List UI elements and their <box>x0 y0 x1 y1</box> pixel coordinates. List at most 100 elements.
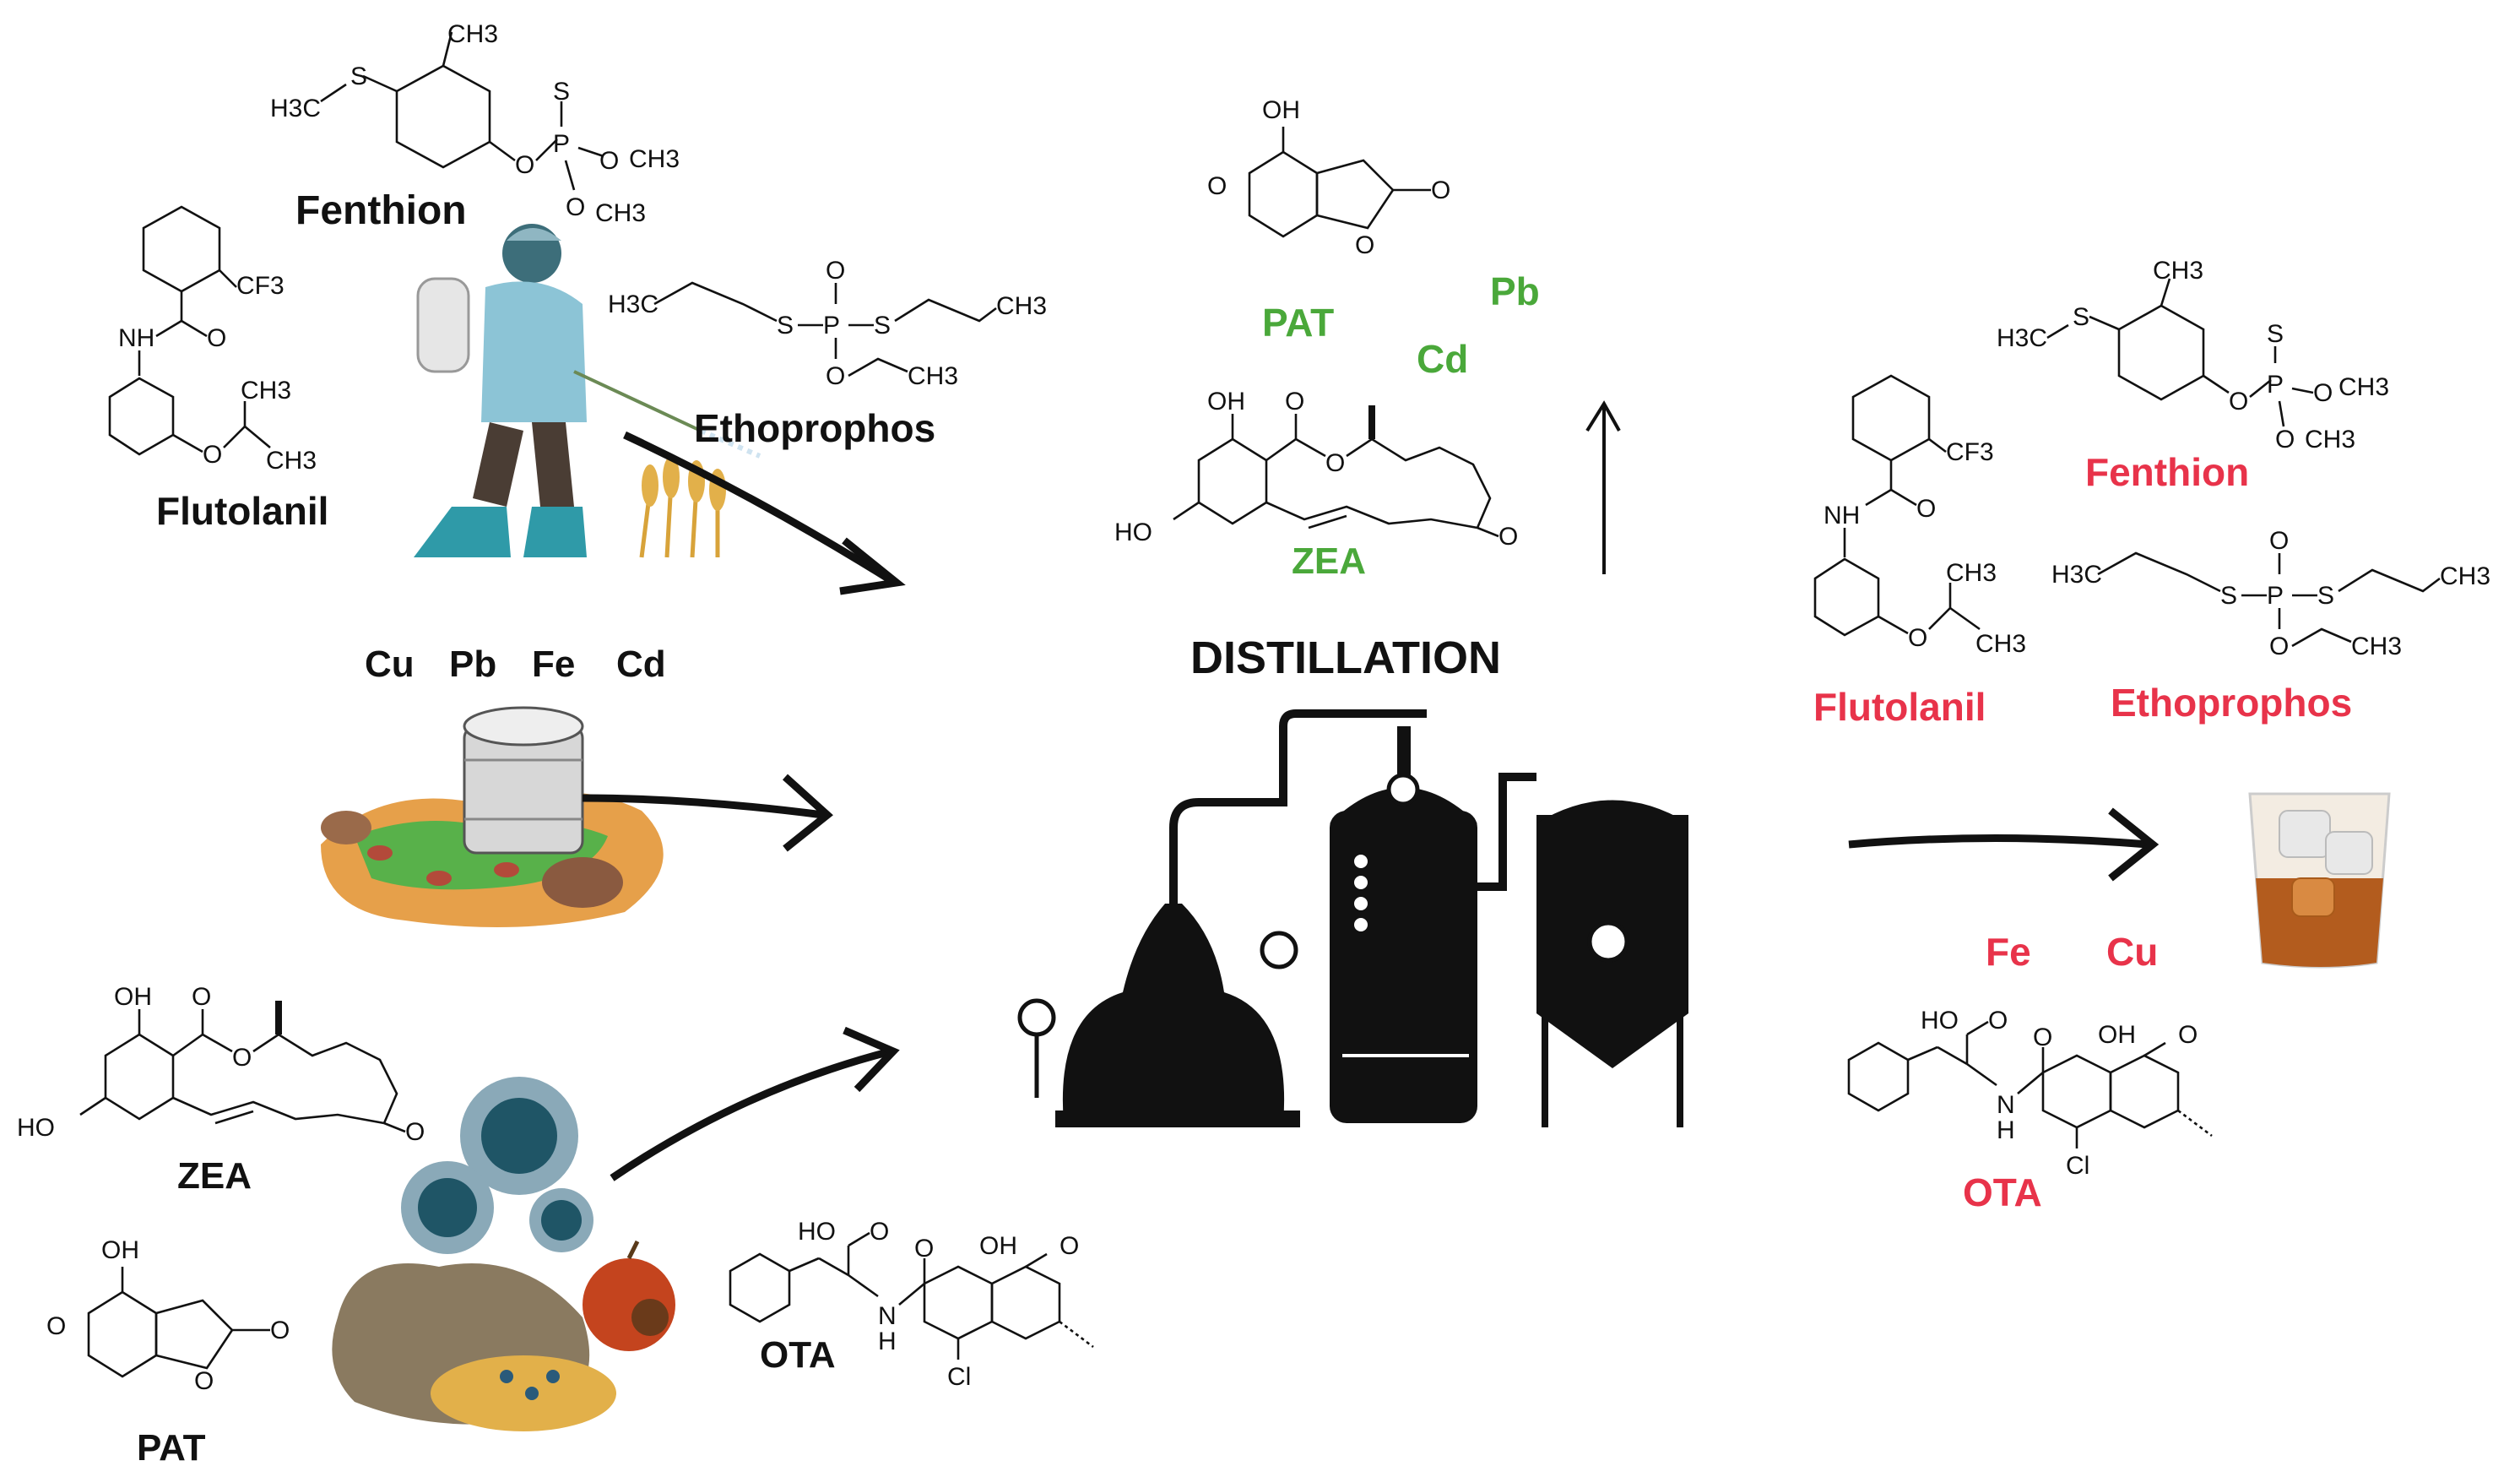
atom-label: H <box>1997 1116 2015 1144</box>
atom-label: O <box>2178 1021 2198 1049</box>
arrow-distillation-to-product <box>1848 834 2149 849</box>
atom-label: N <box>1997 1091 2015 1119</box>
atom-label: CF3 <box>236 272 285 300</box>
atom-label: OH <box>114 983 152 1011</box>
distillery-still-icon <box>1017 709 1688 1127</box>
ota-structure-left: O HO N H O Cl OH O <box>729 1218 1094 1391</box>
atom-label: O <box>1498 523 1518 551</box>
atom-label: O <box>207 324 226 352</box>
label-pat-input: PAT <box>137 1427 206 1469</box>
atom-label: CH3 <box>266 447 317 475</box>
atom-label: H3C <box>2051 561 2102 589</box>
atom-label: O <box>194 1367 214 1395</box>
atom-label: O <box>2269 527 2289 555</box>
arrow-metals-to-distillation <box>582 794 824 819</box>
atom-label: O <box>1059 1232 1079 1260</box>
atom-label: CH3 <box>595 199 646 227</box>
arrow-head <box>782 774 833 852</box>
atom-label: O <box>2275 426 2295 453</box>
atom-label: CH3 <box>2338 373 2389 401</box>
label-metal-cu: Cu <box>365 643 415 685</box>
atom-label: S <box>777 312 794 339</box>
label-ethoprophos-product: Ethoprophos <box>2111 681 2353 725</box>
label-pat-distillate: PAT <box>1262 301 1335 345</box>
atom-label: Cl <box>2066 1152 2089 1180</box>
atom-label: CH3 <box>1946 559 1997 587</box>
atom-label: O <box>2269 633 2289 660</box>
atom-label: OH <box>101 1236 139 1264</box>
atom-label: O <box>1431 176 1450 204</box>
zea-structure-left: OH HO O O O <box>17 983 425 1146</box>
atom-label: NH <box>118 324 154 352</box>
fenthion-structure-left: CH3 S H3C O P S O CH3 O CH3 <box>270 20 680 227</box>
flutolanil-structure-right: CF3 O NH O CH3 CH3 <box>1813 374 2026 658</box>
atom-label: O <box>1207 172 1227 200</box>
atom-label: O <box>46 1312 66 1340</box>
atom-label: Cl <box>947 1363 971 1391</box>
label-metal-pb: Pb <box>449 643 497 685</box>
atom-label: P <box>2267 371 2284 399</box>
pat-structure-distillate: OH O O O <box>1207 96 1450 259</box>
atom-label: N <box>878 1302 897 1330</box>
atom-label: CH3 <box>1975 630 2026 658</box>
atom-label: O <box>1916 495 1936 523</box>
flutolanil-structure-left: CF3 O NH O CH3 CH3 <box>108 205 317 475</box>
atom-label: O <box>826 362 845 390</box>
atom-label: CH3 <box>2153 257 2203 285</box>
farmer-sprayer-icon <box>414 224 761 557</box>
atom-label: S <box>2267 320 2284 348</box>
atom-label: O <box>599 147 619 175</box>
atom-label: CH3 <box>2440 562 2490 590</box>
label-ethoprophos-input: Ethoprophos <box>694 406 936 450</box>
label-pb-distillate: Pb <box>1490 269 1540 313</box>
atom-label: S <box>2220 582 2237 610</box>
atom-label: S <box>350 62 367 90</box>
ethoprophos-structure-right: H3C S P O S CH3 O CH3 <box>2051 527 2490 660</box>
atom-label: H3C <box>270 95 321 122</box>
arrow-head <box>843 1026 900 1093</box>
atom-label: O <box>1988 1007 2008 1034</box>
atom-label: O <box>826 257 845 285</box>
atom-label: OH <box>979 1232 1017 1260</box>
arrow-head <box>2108 807 2160 882</box>
arrow-vapour-up <box>1585 400 1621 574</box>
atom-label: O <box>405 1118 425 1146</box>
atom-label: CH3 <box>447 20 498 48</box>
label-zea-distillate: ZEA <box>1292 540 1366 582</box>
atom-label: CH3 <box>2305 426 2355 453</box>
atom-label: S <box>2317 582 2334 610</box>
atom-label: H3C <box>608 291 658 318</box>
ota-structure-right: O HO N H O Cl OH O <box>1847 1007 2213 1180</box>
zea-structure-distillate: OH HO O O O <box>1114 388 1518 551</box>
atom-label: O <box>270 1317 290 1344</box>
whisky-glass-icon <box>2248 792 2391 969</box>
atom-label: O <box>2033 1024 2052 1051</box>
atom-label: O <box>1325 449 1345 477</box>
rotten-apple-icon <box>583 1240 675 1351</box>
label-fenthion-input: Fenthion <box>295 188 467 233</box>
atom-label: P <box>553 130 570 158</box>
atom-label: OH <box>1207 388 1245 415</box>
atom-label: S <box>2073 303 2089 331</box>
atom-label: OH <box>2098 1021 2136 1049</box>
label-fenthion-product: Fenthion <box>2085 450 2250 494</box>
atom-label: O <box>232 1044 252 1072</box>
atom-label: O <box>515 151 534 179</box>
atom-label: O <box>2313 379 2333 407</box>
atom-label: HO <box>1921 1007 1959 1034</box>
atom-label: CH3 <box>629 145 680 173</box>
contaminated-soil-keg-icon <box>321 706 664 927</box>
atom-label: O <box>566 193 585 221</box>
atom-label: O <box>2229 388 2248 415</box>
atom-label: O <box>1355 231 1374 259</box>
label-zea-input: ZEA <box>177 1155 252 1197</box>
wheat-icon <box>639 456 726 558</box>
mold-spores-icon <box>401 1077 593 1254</box>
atom-label: S <box>874 312 891 339</box>
arrow-pesticides-to-distillation <box>623 431 897 586</box>
pat-structure-left: OH O O O <box>46 1236 290 1395</box>
atom-label: O <box>870 1218 889 1246</box>
atom-label: CF3 <box>1946 438 1994 466</box>
atom-label: O <box>192 983 211 1011</box>
atom-label: NH <box>1824 502 1860 529</box>
